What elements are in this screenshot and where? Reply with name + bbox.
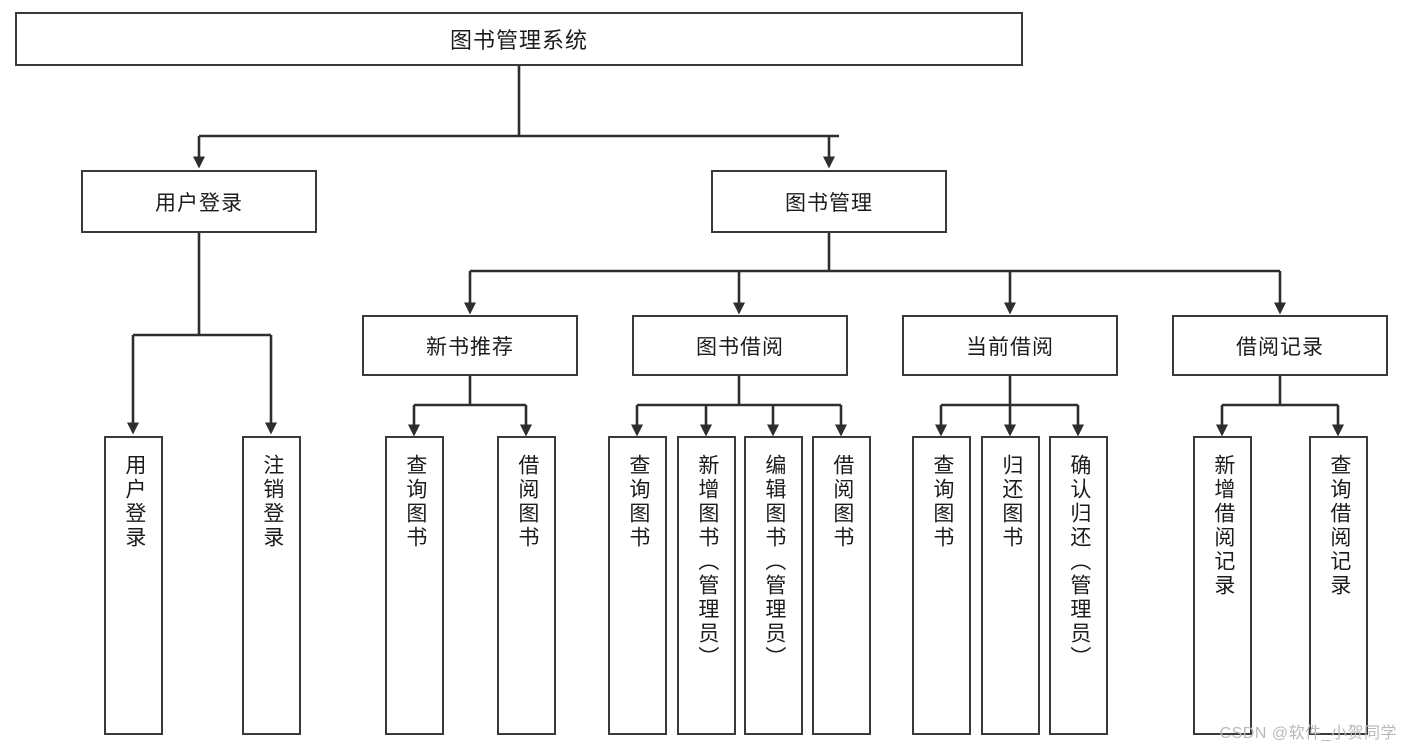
node-leaf-query-borrow-record-label: 查询借阅记录: [1327, 454, 1351, 598]
node-leaf-query-book-3-label: 查询图书: [930, 454, 954, 550]
node-leaf-query-book-3[interactable]: 查询图书: [912, 436, 971, 735]
node-leaf-query-book-1-label: 查询图书: [403, 454, 427, 550]
node-leaf-add-book-admin[interactable]: 新增图书（管理员）: [677, 436, 736, 735]
node-leaf-add-borrow-record-label: 新增借阅记录: [1211, 454, 1235, 598]
node-leaf-edit-book-admin[interactable]: 编辑图书（管理员）: [744, 436, 803, 735]
node-new-book-recommend-label: 新书推荐: [426, 335, 514, 359]
node-user-login-label: 用户登录: [155, 191, 243, 215]
node-leaf-query-book-2[interactable]: 查询图书: [608, 436, 667, 735]
node-leaf-borrow-book-1[interactable]: 借阅图书: [497, 436, 556, 735]
node-book-borrow-label: 图书借阅: [696, 335, 784, 359]
watermark: CSDN @软件_小贺同学: [1219, 725, 1397, 742]
node-leaf-return-book[interactable]: 归还图书: [981, 436, 1040, 735]
node-current-borrow[interactable]: 当前借阅: [902, 315, 1118, 376]
node-new-book-recommend[interactable]: 新书推荐: [362, 315, 578, 376]
node-borrow-record[interactable]: 借阅记录: [1172, 315, 1388, 376]
node-leaf-query-book-1[interactable]: 查询图书: [385, 436, 444, 735]
node-leaf-edit-book-admin-label: 编辑图书（管理员）: [762, 454, 786, 670]
node-root-label: 图书管理系统: [449, 28, 588, 53]
node-borrow-record-label: 借阅记录: [1236, 335, 1324, 359]
node-root[interactable]: 图书管理系统: [15, 12, 1023, 66]
node-leaf-logout-login[interactable]: 注销登录: [242, 436, 301, 735]
node-leaf-confirm-return-admin-label: 确认归还（管理员）: [1067, 454, 1091, 670]
node-leaf-borrow-book-2-label: 借阅图书: [830, 454, 854, 550]
node-user-login[interactable]: 用户登录: [81, 170, 317, 233]
node-leaf-logout-login-label: 注销登录: [260, 454, 284, 550]
node-leaf-query-borrow-record[interactable]: 查询借阅记录: [1309, 436, 1368, 735]
node-book-management-label: 图书管理: [785, 191, 873, 215]
node-book-borrow[interactable]: 图书借阅: [632, 315, 848, 376]
node-leaf-return-book-label: 归还图书: [999, 454, 1023, 550]
node-leaf-user-login-label: 用户登录: [122, 454, 146, 550]
node-current-borrow-label: 当前借阅: [966, 335, 1054, 359]
node-leaf-confirm-return-admin[interactable]: 确认归还（管理员）: [1049, 436, 1108, 735]
node-leaf-user-login[interactable]: 用户登录: [104, 436, 163, 735]
node-leaf-borrow-book-1-label: 借阅图书: [515, 454, 539, 550]
node-leaf-add-borrow-record[interactable]: 新增借阅记录: [1193, 436, 1252, 735]
node-leaf-borrow-book-2[interactable]: 借阅图书: [812, 436, 871, 735]
node-leaf-query-book-2-label: 查询图书: [626, 454, 650, 550]
node-leaf-add-book-admin-label: 新增图书（管理员）: [695, 454, 719, 670]
node-book-management[interactable]: 图书管理: [711, 170, 947, 233]
